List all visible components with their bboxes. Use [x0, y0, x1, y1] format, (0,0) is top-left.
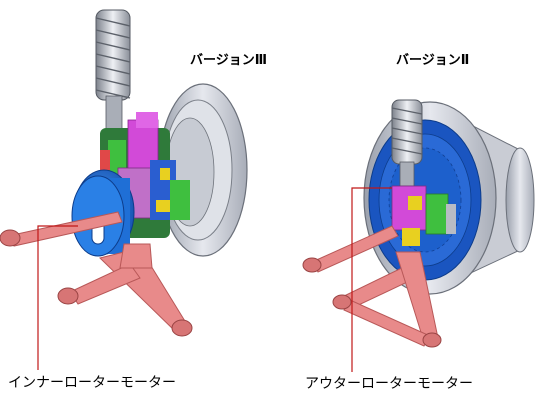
right-upright — [391, 185, 456, 246]
callout-line-inner — [37, 225, 78, 370]
callout-line-outer — [351, 187, 392, 372]
right-spring — [391, 99, 423, 187]
left-lower-arm — [0, 211, 193, 337]
inner-rotor-motor-label: インナーローターモーター — [8, 375, 176, 391]
right-lower-arm — [302, 225, 442, 348]
left-spring — [95, 9, 131, 131]
inner-rotor-motor — [71, 169, 135, 257]
outer-rotor-motor-label: アウターローターモーター — [305, 376, 473, 392]
version-iii-title: バージョンⅢ — [190, 53, 268, 68]
right-assembly — [302, 99, 535, 372]
left-assembly — [0, 9, 248, 370]
version-ii-title: バージョンⅡ — [396, 53, 470, 68]
